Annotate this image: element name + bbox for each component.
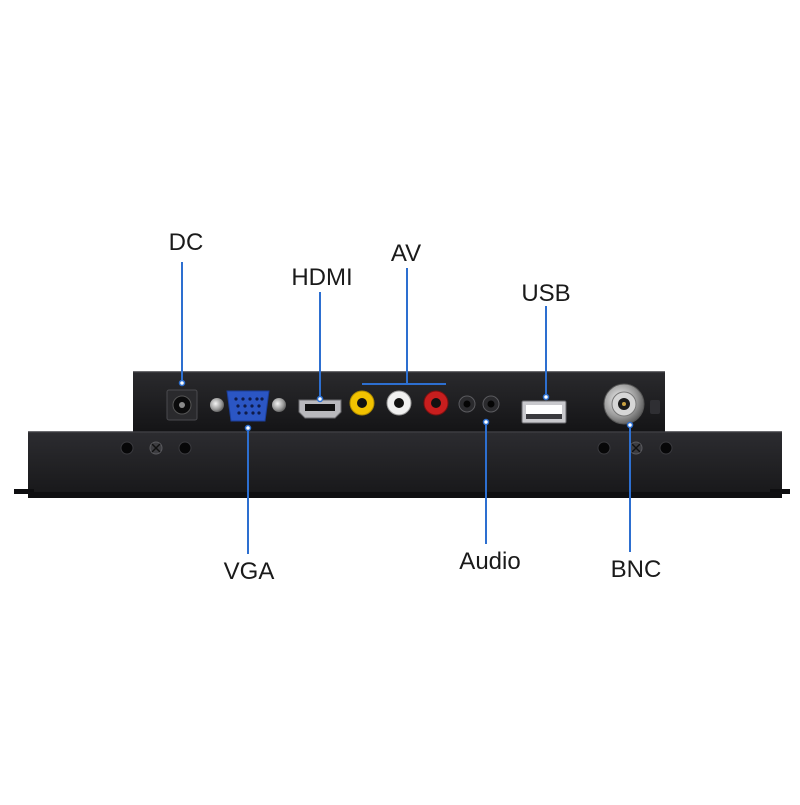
bnc-connector-icon [603,383,645,425]
audio-jack-icon [482,395,500,413]
rca-jack-icon [423,390,449,416]
audio-jack-icon [458,395,476,413]
label-bnc: BNC [610,556,662,583]
screw-icon [149,441,163,455]
rca-jack-icon [349,390,375,416]
label-dc: DC [168,229,204,256]
label-hdmi: HDMI [291,264,353,291]
mounting-holes [120,441,673,455]
rca-jack-icon [386,390,412,416]
screw-icon [629,441,643,455]
hdmi-port-icon [298,399,342,419]
label-av: AV [390,240,422,267]
label-usb: USB [521,280,571,307]
dc-jack-icon [166,389,198,421]
panel-flange [14,431,790,498]
label-audio: Audio [459,548,521,575]
leader-lines [178,262,634,554]
label-vga: VGA [223,558,275,585]
vga-port-icon [210,390,286,422]
usb-port-icon [521,400,567,424]
